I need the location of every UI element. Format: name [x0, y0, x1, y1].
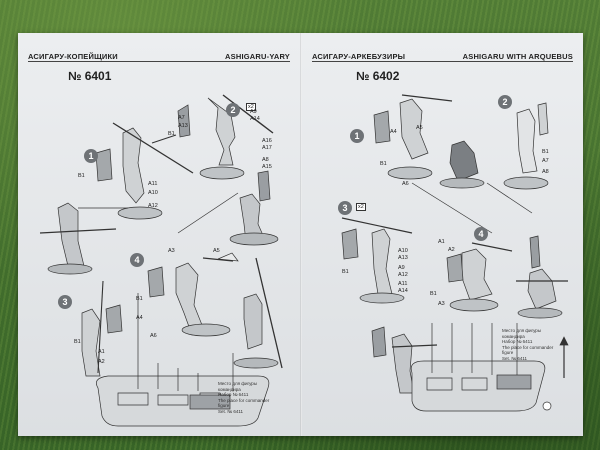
right-step-3-marker: 3	[338, 201, 352, 215]
right-title-en: ASHIGARU WITH ARQUEBUS	[462, 52, 573, 61]
right-label-a13: A13	[398, 255, 408, 261]
left-label-a1: A1	[98, 349, 105, 355]
left-note-ru-line2: Набор № 6411	[218, 392, 249, 397]
right-label-b1-step2: B1	[542, 149, 549, 155]
left-label-a17: A17	[262, 145, 272, 151]
right-label-a10: A10	[398, 248, 408, 254]
left-label-a6: A6	[150, 333, 157, 339]
left-label-a14: A14	[250, 116, 260, 122]
right-header: АСИГАРУ-АРКЕБУЗИРЫ ASHIGARU WITH ARQUEBU…	[312, 47, 573, 62]
right-assembly-diagram	[341, 94, 569, 412]
left-label-a9: A9	[250, 109, 257, 115]
left-step-3-marker: 3	[58, 295, 72, 309]
right-label-a1: A1	[438, 239, 445, 245]
left-label-a11: A11	[148, 181, 158, 187]
left-label-a16: A16	[262, 138, 272, 144]
right-note-ru-line2: Набор № 6411	[502, 339, 533, 344]
left-commander-note: Место для фигуры командира Набор № 6411 …	[218, 381, 278, 414]
left-label-b1-step1: B1	[78, 173, 85, 179]
right-label-a6: A6	[402, 181, 409, 187]
right-label-a7: A7	[542, 158, 549, 164]
left-label-a7: A7	[178, 115, 185, 121]
right-step-2-marker: 2	[498, 95, 512, 109]
right-note-en-line2: Set. № 6411	[502, 355, 528, 361]
left-label-a4: A4	[136, 315, 143, 321]
left-note-ru-line1: Место для фигуры командира	[218, 381, 258, 392]
right-note-en-line1: The place for commander figure	[502, 344, 554, 356]
left-label-a2: A2	[98, 359, 105, 365]
left-label-a3: A3	[168, 248, 175, 254]
right-label-a8: A8	[542, 169, 549, 175]
right-label-a4: A4	[390, 129, 397, 135]
sheet-fold	[300, 33, 302, 436]
right-step-1-marker: 1	[350, 129, 364, 143]
right-label-b1-step4: B1	[430, 291, 437, 297]
right-set-number: № 6402	[356, 69, 400, 83]
right-step-4-marker: 4	[474, 227, 488, 241]
left-label-a5: A5	[213, 248, 220, 254]
left-assembly-diagram	[39, 94, 283, 427]
left-note-en-line2: Set. № 6411	[218, 408, 244, 414]
right-label-a9: A9	[398, 265, 405, 271]
left-set-number: № 6401	[68, 69, 112, 83]
left-step-4-marker: 4	[130, 253, 144, 267]
left-label-b1-step4: B1	[136, 296, 143, 302]
right-commander-note: Место для фигуры командира Набор № 6411 …	[502, 328, 562, 361]
left-label-a13: A13	[178, 123, 188, 129]
right-note-ru-line1: Место для фигуры командира	[502, 328, 542, 339]
right-x2-badge: x2	[356, 203, 366, 211]
panel-ashigaru-yary: АСИГАРУ-КОПЕЙЩИКИ ASHIGARU-YARY № 6401	[18, 33, 300, 436]
left-step-1-marker: 1	[84, 149, 98, 163]
right-label-a12: A12	[398, 272, 408, 278]
left-label-a10: A10	[148, 190, 158, 196]
left-title-en: ASHIGARU-YARY	[225, 52, 290, 61]
left-label-a8: A8	[262, 157, 269, 163]
right-label-a11: A11	[398, 281, 408, 287]
left-label-b1-top: B1	[168, 131, 175, 137]
left-header: АСИГАРУ-КОПЕЙЩИКИ ASHIGARU-YARY	[28, 47, 290, 62]
right-label-a5: A5	[416, 125, 423, 131]
left-label-a12: A12	[148, 203, 158, 209]
left-label-a15: A15	[262, 164, 272, 170]
left-step-2-marker: 2	[226, 103, 240, 117]
left-label-b1-step3: B1	[74, 339, 81, 345]
right-label-a2: A2	[448, 247, 455, 253]
left-note-en-line1: The place for commander figure	[218, 397, 270, 409]
left-x2-badge: x2	[246, 103, 256, 111]
right-label-b1-step1: B1	[380, 161, 387, 167]
panel-ashigaru-arquebus: АСИГАРУ-АРКЕБУЗИРЫ ASHIGARU WITH ARQUEBU…	[302, 33, 583, 436]
right-label-b1-step3: B1	[342, 269, 349, 275]
right-title-ru: АСИГАРУ-АРКЕБУЗИРЫ	[312, 52, 406, 61]
right-label-a14: A14	[398, 288, 408, 294]
left-title-ru: АСИГАРУ-КОПЕЙЩИКИ	[28, 52, 118, 61]
right-label-a3: A3	[438, 301, 445, 307]
